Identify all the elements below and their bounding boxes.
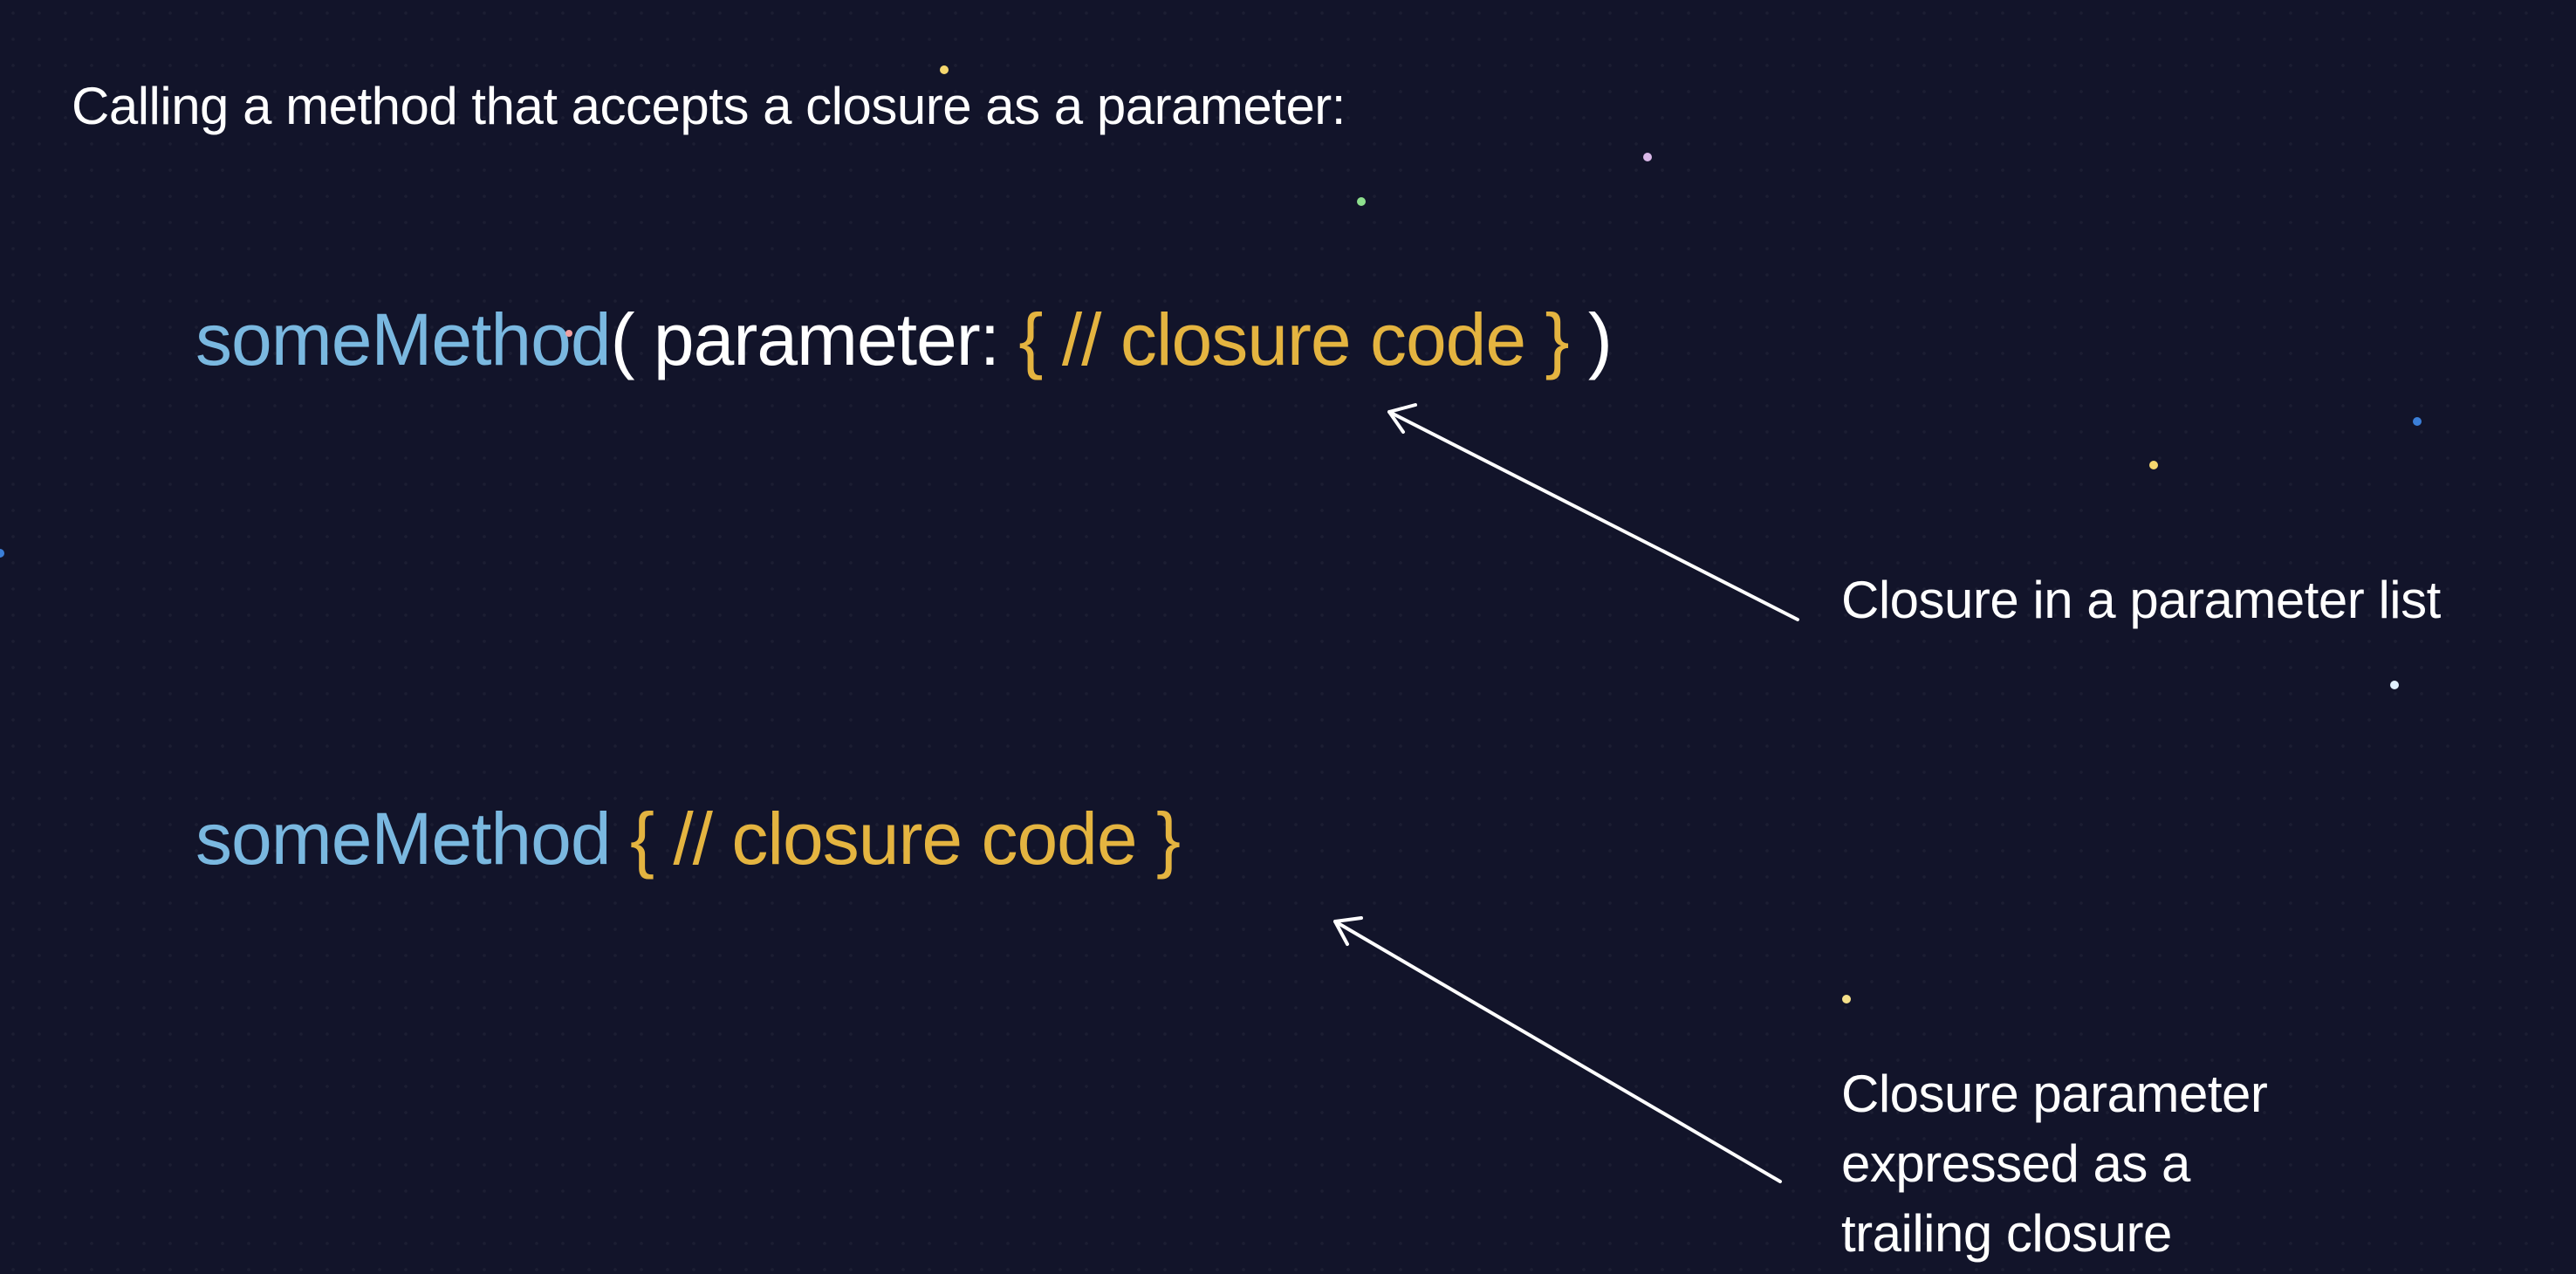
- annotation-line: trailing closure: [1841, 1204, 2172, 1263]
- decor-dot: [2149, 461, 2158, 469]
- closure-body: { // closure code }: [1018, 298, 1569, 380]
- method-name: someMethod: [195, 798, 612, 880]
- annotation-line: expressed as a: [1841, 1134, 2190, 1193]
- code-example-trailing: someMethod { // closure code }: [195, 791, 1181, 887]
- closure-body: { // closure code }: [629, 798, 1181, 880]
- parameter-label: parameter:: [653, 298, 1019, 380]
- annotation-parameter-list: Closure in a parameter list: [1841, 565, 2441, 635]
- decor-dot: [1842, 995, 1851, 1003]
- open-paren: (: [610, 298, 654, 380]
- arrow-to-trailing-closure: [1333, 916, 1782, 1183]
- annotation-line: Closure in a parameter list: [1841, 571, 2441, 629]
- close-paren: ): [1568, 298, 1613, 380]
- arrow-to-parameter-closure: [1387, 403, 1799, 621]
- annotation-line: Closure parameter: [1841, 1065, 2268, 1123]
- decor-dot: [2413, 417, 2422, 426]
- decor-dot: [1357, 197, 1366, 206]
- arrow-head-icon: [1333, 916, 1363, 946]
- decor-dot: [0, 549, 4, 558]
- method-name: someMethod: [195, 298, 612, 380]
- code-example-parameter: someMethod( parameter: { // closure code…: [195, 291, 1613, 387]
- decor-dot: [2390, 681, 2399, 689]
- decor-dot: [1643, 153, 1652, 161]
- heading: Calling a method that accepts a closure …: [72, 77, 1346, 135]
- arrow-shaft: [1387, 410, 1799, 621]
- annotation-trailing-closure: Closure parameter expressed as a trailin…: [1841, 1059, 2268, 1269]
- arrow-shaft: [1333, 920, 1782, 1183]
- arrow-head-icon: [1387, 403, 1417, 434]
